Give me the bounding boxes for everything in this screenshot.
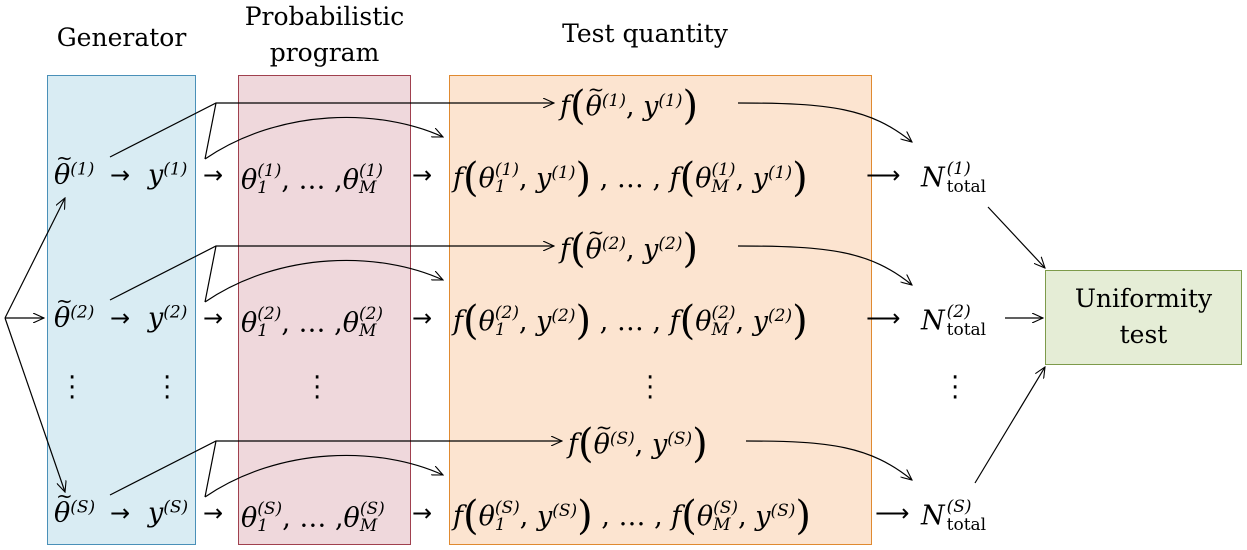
- program-title-line1: Probabilistic: [244, 2, 405, 31]
- vdots-ntotal: ···: [951, 363, 960, 413]
- arrow-program-to-test-3: →: [412, 499, 433, 527]
- program-title-line2: program: [269, 38, 380, 67]
- posterior-draws-3: θ(S)1, … ,θ(S)M: [241, 499, 385, 536]
- uniformity-box: [1045, 270, 1242, 365]
- arrow-y-to-test-1: [204, 102, 443, 160]
- ns-to-uniformity-arrow: [974, 367, 1045, 484]
- uniformity-line1: Uniformity: [1074, 284, 1213, 313]
- arrow-y-to-test-3: [204, 440, 443, 498]
- vdots-generator-y: ···: [163, 363, 172, 413]
- arrow-f-true-to-n-1: [737, 102, 912, 142]
- y-1: y(1): [148, 159, 188, 191]
- test-quantity-box: [449, 75, 872, 545]
- test-values-1: f(θ(1)1, y(1)) , … , f(θ(1)M, y(1)): [453, 155, 808, 201]
- arrow-theta-to-y-2: →: [110, 304, 131, 332]
- n1-to-uniformity-arrow: [987, 206, 1045, 268]
- test-quantity-title: Test quantity: [562, 19, 728, 48]
- uniformity-line2: test: [1119, 320, 1168, 349]
- theta-tilde-3: θ(S): [54, 486, 95, 527]
- fan-arrow-1: [4, 198, 65, 319]
- theta-tilde-1: θ(1): [54, 148, 94, 189]
- arrow-y-to-program-2: →: [203, 304, 224, 332]
- vdots-program: ···: [313, 363, 322, 413]
- arrow-test-to-n-3: ⟶: [875, 499, 910, 527]
- test-values-3: f(θ(S)1, y(S)) , … , f(θ(S)M, y(S)): [453, 493, 812, 539]
- arrow-test-to-n-1: ⟶: [866, 161, 901, 189]
- posterior-draws-2: θ(2)1, … ,θ(2)M: [241, 304, 384, 341]
- y-2: y(2): [148, 302, 188, 334]
- test-value-true-1: f(θ(1), y(1)): [560, 79, 698, 126]
- theta-tilde-2: θ(2): [54, 291, 94, 332]
- arrow-y-to-program-1: →: [203, 161, 224, 189]
- arrow-f-true-to-n-2: [737, 245, 912, 285]
- arrow-program-to-test-2: →: [412, 304, 433, 332]
- arrow-theta-to-y-3: →: [110, 499, 131, 527]
- test-value-true-2: f(θ(2), y(2)): [560, 222, 698, 269]
- test-value-true-3: f(θ(S), y(S)): [568, 417, 708, 464]
- arrow-test-to-n-2: ⟶: [866, 304, 901, 332]
- n-total-1: N(1)total: [921, 159, 987, 197]
- arrow-y-to-test-2: [204, 245, 443, 303]
- arrow-theta-to-y-1: →: [110, 161, 131, 189]
- arrow-y-to-program-3: →: [203, 499, 224, 527]
- posterior-draws-1: θ(1)1, … ,θ(1)M: [241, 161, 384, 198]
- vdots-test: ···: [646, 363, 655, 413]
- test-values-2: f(θ(2)1, y(2)) , … , f(θ(2)M, y(2)): [453, 298, 808, 344]
- n-total-2: N(2)total: [921, 302, 987, 340]
- fan-arrow-3: [4, 317, 65, 492]
- vdots-generator-theta: ···: [68, 363, 77, 413]
- generator-title: Generator: [56, 23, 187, 52]
- n-total-3: N(S)total: [921, 497, 987, 535]
- arrow-theta-to-f-true-2: [109, 246, 554, 301]
- arrow-program-to-test-1: →: [412, 161, 433, 189]
- arrow-f-true-to-n-3: [745, 440, 912, 480]
- arrow-theta-to-f-true-3: [109, 441, 562, 496]
- arrow-theta-to-f-true-1: [109, 103, 554, 158]
- y-3: y(S): [148, 497, 189, 529]
